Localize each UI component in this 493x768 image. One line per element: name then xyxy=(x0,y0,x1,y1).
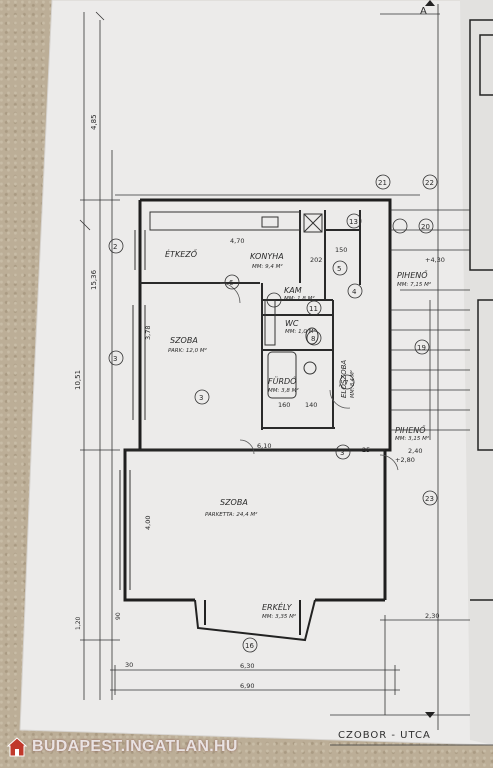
marker-6: 6 xyxy=(229,279,234,287)
room-area-eloszoba: MM: 8,4 M² xyxy=(350,370,356,398)
watermark: BUDAPEST.INGATLAN.HU xyxy=(6,734,238,760)
room-area-kamra: MM: 1,8 M² xyxy=(284,295,315,302)
street-name-label: CZOBOR - UTCA xyxy=(338,730,431,741)
room-label-wc: WC xyxy=(285,319,299,328)
marker-3b: 3 xyxy=(199,394,203,402)
dim-150: 150 xyxy=(335,246,347,254)
dim-400: 4,00 xyxy=(144,516,152,530)
room-label-piheno1: PIHENŐ xyxy=(397,270,428,280)
section-marker-top: A xyxy=(420,6,427,17)
marker-13: 13 xyxy=(349,218,358,226)
room-area-erkely: MM: 3,35 M² xyxy=(262,613,297,620)
dim-160: 160 xyxy=(278,401,290,409)
marker-4: 4 xyxy=(352,288,357,296)
marker-23: 23 xyxy=(425,495,434,503)
room-label-konyha: KONYHA xyxy=(250,252,284,261)
room-area-piheno1: MM: 7,15 M² xyxy=(397,281,432,288)
dim-470: 4,70 xyxy=(230,237,244,245)
room-label-kamra: KAM xyxy=(284,286,302,295)
dim-280: +2,80 xyxy=(395,456,415,464)
dim-30: 30 xyxy=(125,661,133,669)
marker-2: 2 xyxy=(113,243,117,251)
dim-690: 6,90 xyxy=(240,682,254,690)
room-label-erkely: ERKÉLY xyxy=(262,601,293,612)
marker-21: 21 xyxy=(378,179,387,187)
dim-240: 2,40 xyxy=(408,447,422,455)
room-area-piheno2: MM: 3,15 M² xyxy=(395,435,430,442)
marker-19: 19 xyxy=(417,344,426,352)
dim-25: 25 xyxy=(362,446,370,454)
marker-20: 20 xyxy=(421,223,430,231)
marker-22: 22 xyxy=(425,179,434,187)
dim-140: 140 xyxy=(305,401,317,409)
marker-11: 11 xyxy=(309,305,318,313)
dim-120: 1,20 xyxy=(75,616,82,630)
room-area-szoba1: PARK: 12,0 M² xyxy=(168,347,208,354)
room-label-furdo: FÜRDŐ xyxy=(268,376,297,386)
room-label-eloszoba: ELŐSZOBA xyxy=(339,360,348,398)
dim-630: 6,30 xyxy=(240,662,254,670)
watermark-text: BUDAPEST.INGATLAN.HU xyxy=(32,738,238,755)
dim-230: 2,30 xyxy=(425,612,439,620)
dim-1536: 15,36 xyxy=(90,269,98,290)
dim-1051: 10,51 xyxy=(74,370,82,390)
dim-202: 202 xyxy=(310,256,322,264)
dim-610: 6,10 xyxy=(257,442,271,450)
marker-16: 16 xyxy=(245,642,254,650)
room-area-szoba2: PARKETTA: 24,4 M² xyxy=(205,511,258,518)
room-area-konyha: MM: 9,4 M² xyxy=(252,263,283,270)
marker-7: 7 xyxy=(344,379,348,387)
room-label-piheno2: PIHENŐ xyxy=(395,425,426,435)
marker-8: 8 xyxy=(311,335,315,343)
dim-485: 4,85 xyxy=(90,114,98,130)
room-area-wc: MM: 1,0 M² xyxy=(285,328,316,335)
dim-378: 3,78 xyxy=(144,326,152,340)
room-area-furdo: MM: 3,8 M² xyxy=(268,387,299,394)
dim-90: 90 xyxy=(115,612,122,620)
house-logo-icon xyxy=(6,737,28,757)
marker-5: 5 xyxy=(337,265,341,273)
room-label-etkezo: ÉTKEZŐ xyxy=(165,248,198,259)
dim-430: +4,30 xyxy=(425,256,445,264)
marker-3: 3 xyxy=(113,355,117,363)
room-label-szoba2: SZOBA xyxy=(220,498,248,507)
marker-3c: 3 xyxy=(340,449,344,457)
room-label-szoba1: SZOBA xyxy=(170,336,198,345)
